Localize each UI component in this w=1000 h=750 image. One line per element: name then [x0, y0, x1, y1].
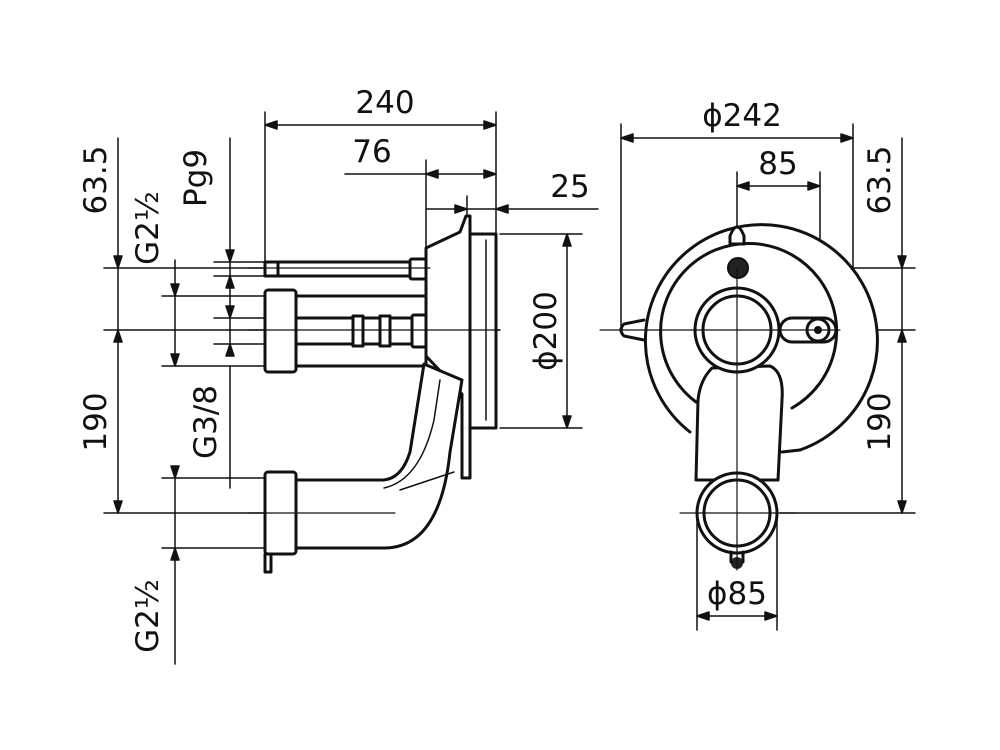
spindle-rods: [263, 257, 428, 368]
thread-pg-gland: Pg9: [178, 149, 214, 207]
lever-body: [694, 364, 784, 482]
dim-spindle-depth: 76: [352, 134, 391, 170]
thread-middle-connection: G3/8: [188, 385, 224, 459]
front-center-lines: [599, 269, 841, 571]
elbow-pipe: [294, 362, 464, 550]
dim-nozzle-diameter: ϕ85: [707, 576, 767, 612]
dim-overall-depth: 240: [355, 85, 414, 121]
dim-cover-diameter: ϕ242: [702, 98, 782, 134]
dim-jet-offset: 85: [758, 146, 797, 182]
thread-lower-connection: G2½: [130, 579, 166, 653]
dim-flange-diameter: ϕ200: [528, 291, 564, 371]
thread-upper-connection: G2½: [130, 191, 166, 265]
front-dimension-lines: [620, 133, 907, 621]
dim-top-offset-left: 63.5: [78, 145, 114, 214]
lower-connection: [263, 470, 298, 574]
dim-vertical-spacing-left: 190: [78, 392, 114, 451]
dim-top-offset-right: 63.5: [862, 145, 898, 214]
upper-connection: [263, 288, 298, 374]
dim-vertical-spacing-right: 190: [862, 392, 898, 451]
dimension-lines: [113, 120, 599, 665]
flange: [424, 214, 498, 480]
front-view: [599, 123, 916, 631]
side-view: [103, 111, 599, 665]
top-screw: [727, 257, 749, 279]
center-lines: [247, 267, 501, 514]
dim-flange-thickness: 25: [550, 169, 589, 205]
dimension-labels: 240 76 25 ϕ200 ϕ242 85 63.5 63.5 190 190…: [78, 85, 898, 653]
